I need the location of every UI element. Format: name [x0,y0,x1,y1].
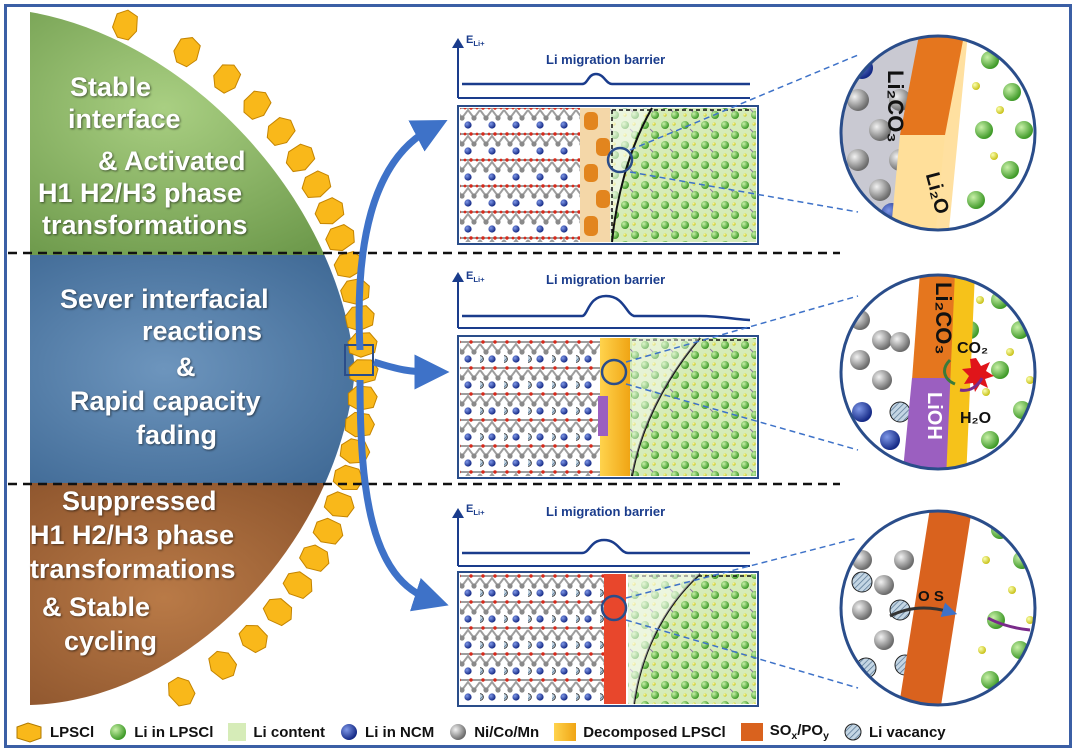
elabel-middle: ELi+ [466,270,485,285]
lpscl-tile-icon [16,722,42,743]
barrier-title-bottom: Li migration barrier [546,504,666,519]
legend-label: Ni/Co/Mn [474,723,540,741]
lpscl-tile [266,117,296,147]
legend: LPSCl Li in LPSCl Li content Li in NCM N… [14,714,1066,750]
light-green-square-icon [228,723,247,741]
middle-line-5: fading [136,420,217,450]
bottom-line-5: cycling [64,626,158,656]
hatched-sphere-icon [844,723,862,741]
legend-item-decomposed: Decomposed LPSCl [553,722,726,742]
legend-item-lpscl: LPSCl [14,721,94,743]
legend-item-li-lpscl: Li in LPSCl [108,722,213,742]
lpscl-tile [243,90,272,120]
energy-plot-middle [452,272,751,329]
legend-item-li-vacancy: Li vacancy [843,722,946,742]
lpscl-tile [173,37,201,68]
dark-orange-square-icon [740,723,763,741]
top-line-3: & Activated [98,146,246,176]
lpscl-tile [213,64,242,94]
lpscl-tile [285,143,316,173]
legend-item-li-ncm: Li in NCM [339,722,434,742]
lpscl-tile [312,517,344,545]
top-line-1: Stable [70,72,152,102]
blue-sphere-icon [341,724,358,740]
lpscl-tile [340,278,370,305]
legend-label: Li in LPSCl [134,723,214,741]
lpscl-tile [299,544,330,572]
legend-item-li-content: Li content [227,722,325,742]
circle-mid-band2-label: LiOH [923,392,945,440]
lpscl-tile [314,197,345,225]
middle-line-4: Rapid capacity [70,386,261,416]
middle-line-3: & [176,352,196,382]
circle-top-band1-label: Li₂CO₃ [883,70,908,143]
arrow-bottom [356,379,449,612]
elabel-top: ELi+ [466,34,485,49]
lpscl-tile [168,676,196,707]
middle-line-2: reactions [142,316,263,346]
arrow-top [355,119,448,351]
top-line-2: interface [68,104,181,134]
lpscl-tile [339,438,371,464]
orange-gradient-square-icon [554,723,577,741]
arrow-middle [372,354,450,390]
legend-item-sox-poy: SOx/POy [740,722,829,742]
lpscl-tile [238,624,268,654]
lpscl-tile [301,170,332,199]
lpscl-tile [325,224,355,252]
legend-label: Decomposed LPSCl [583,723,726,741]
zoom-circle-bottom [839,509,1037,707]
interface-diagram-bottom [457,537,859,707]
figure-frame [4,4,1072,748]
bottom-line-3: transformations [30,554,236,584]
energy-plot-top [452,38,750,99]
lpscl-tile [282,571,313,600]
circle-mid-band1-label: Li₂CO₃ [931,282,956,355]
top-line-5: transformations [42,210,248,240]
energy-plot-bottom [452,508,750,567]
lpscl-tile [208,650,238,680]
gray-sphere-icon [450,724,467,740]
top-line-4: H1 H2/H3 phase [38,178,243,208]
barrier-title-middle: Li migration barrier [546,272,666,287]
legend-label: Li in NCM [365,723,435,741]
legend-label: LPSCl [50,723,95,741]
bottom-line-1: Suppressed [62,486,217,516]
elabel-bottom: ELi+ [466,503,485,518]
bottom-line-4: & Stable [42,592,151,622]
legend-label: Li content [253,723,326,741]
circle-mid-gas1-label: CO₂ [957,340,989,357]
lpscl-tile [323,491,355,518]
legend-label: Li vacancy [868,723,946,741]
legend-item-ni-co-mn: Ni/Co/Mn [448,722,539,742]
bottom-line-2: H1 H2/H3 phase [30,520,235,550]
circle-mid-gas2-label: H₂O [960,410,992,427]
interface-diagram-middle [457,295,859,479]
zoom-circle-middle [839,273,1037,471]
green-sphere-icon [110,724,127,740]
interface-diagram-top [457,54,859,245]
barrier-title-top: Li migration barrier [546,52,666,67]
middle-line-1: Sever interfacial [60,284,269,314]
lpscl-tile [262,598,293,627]
circle-bot-label: O S [918,588,944,605]
region-blue [30,255,355,483]
lpscl-tile [112,9,138,41]
lpscl-tile [348,359,379,385]
legend-label: SOx/POy [769,722,829,742]
